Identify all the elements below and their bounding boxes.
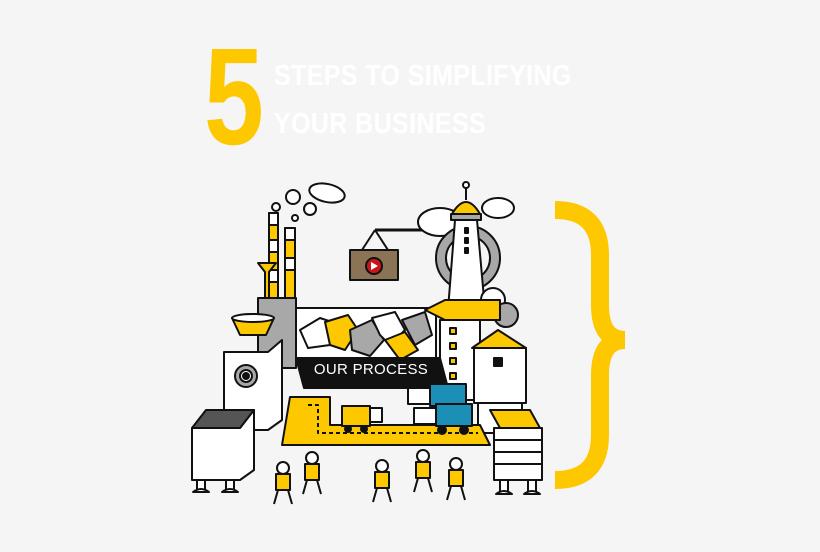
lighthouse-icon xyxy=(447,181,486,311)
smoke-icon xyxy=(271,182,346,222)
worker-icon xyxy=(273,449,466,505)
chimney-icon xyxy=(257,212,296,314)
video-play-button[interactable] xyxy=(350,248,398,280)
rock-pile-icon xyxy=(299,311,433,361)
our-process-label: OUR PROCESS xyxy=(313,361,429,378)
headline-line-1: STEPS TO SIMPLIFYING xyxy=(274,60,572,92)
headline: STEPS TO SIMPLIFYING YOUR BUSINESS xyxy=(274,52,572,148)
truck-icon xyxy=(341,405,383,433)
step-count-number: 5 xyxy=(204,20,264,174)
curly-brace-icon xyxy=(554,201,626,489)
truck-icon xyxy=(407,383,473,435)
headline-line-2: YOUR BUSINESS xyxy=(274,108,487,140)
